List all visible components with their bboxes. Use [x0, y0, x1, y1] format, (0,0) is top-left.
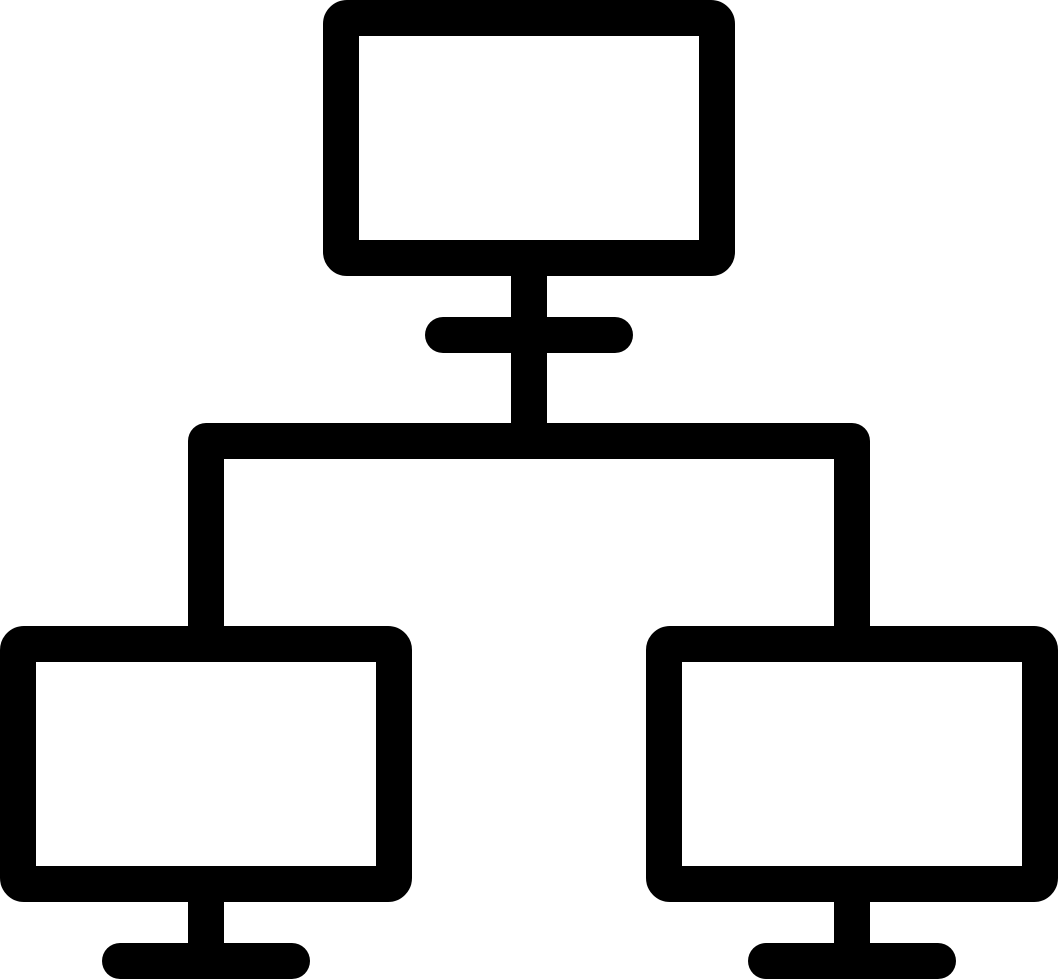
top-monitor-screen-icon: [323, 0, 735, 276]
bottom-left-monitor-screen-icon: [0, 626, 412, 902]
bottom-right-monitor-screen-icon: [646, 626, 1058, 902]
connector-lines-icon: [188, 423, 870, 662]
